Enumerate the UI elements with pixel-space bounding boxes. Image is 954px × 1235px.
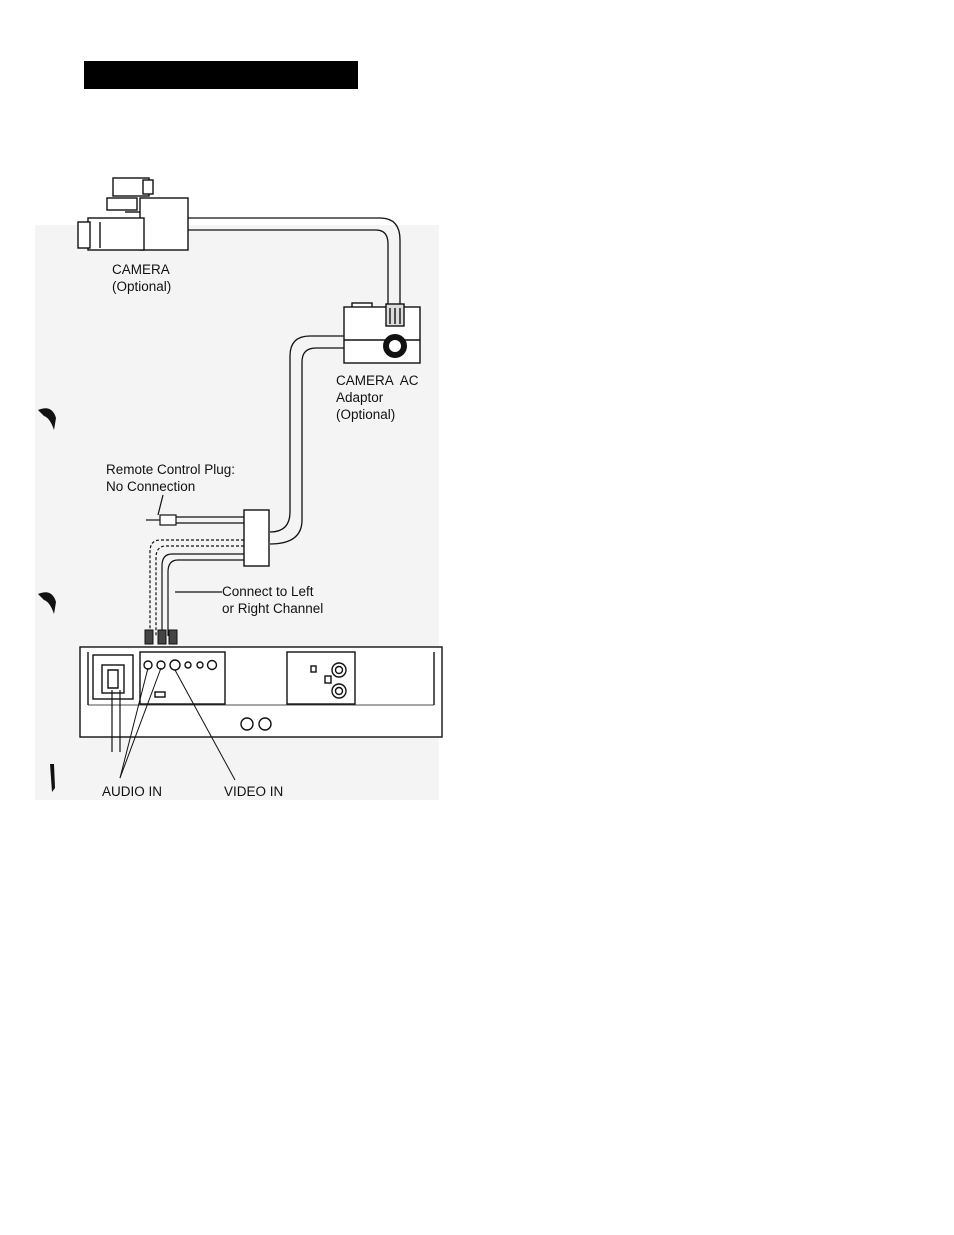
- camera-label-line1: CAMERA: [112, 261, 171, 278]
- adaptor-label-line1: CAMERA AC: [336, 372, 419, 389]
- remote-control-plug-label: Remote Control Plug: No Connection: [106, 461, 235, 495]
- adaptor-label-line3: (Optional): [336, 406, 419, 423]
- camera-label-line2: (Optional): [112, 278, 171, 295]
- audio-in-label: AUDIO IN: [102, 783, 162, 800]
- camera-ac-adaptor-label: CAMERA AC Adaptor (Optional): [336, 372, 419, 423]
- camera-ac-adaptor-icon: [344, 303, 420, 363]
- connect-label-line2: or Right Channel: [222, 600, 323, 617]
- remote-label-line1: Remote Control Plug:: [106, 461, 235, 478]
- cable-junction-box: [244, 510, 269, 566]
- remote-label-line2: No Connection: [106, 478, 235, 495]
- connect-label-line1: Connect to Left: [222, 583, 323, 600]
- connect-channel-label: Connect to Left or Right Channel: [222, 583, 323, 617]
- adaptor-label-line2: Adaptor: [336, 389, 419, 406]
- camera-icon: [78, 178, 188, 250]
- video-in-label: VIDEO IN: [224, 783, 283, 800]
- rca-plugs: [145, 630, 177, 644]
- camera-label: CAMERA (Optional): [112, 261, 171, 295]
